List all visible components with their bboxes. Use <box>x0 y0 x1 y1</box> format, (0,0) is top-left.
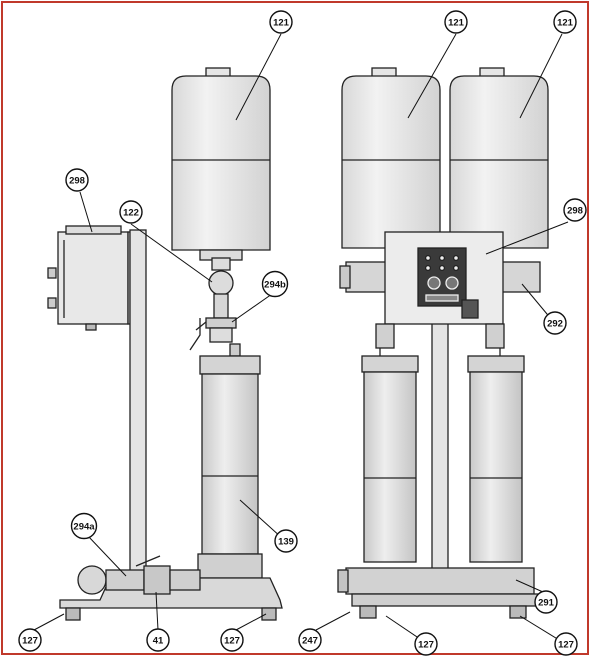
callout-circle <box>119 200 143 224</box>
callout-text: 127 <box>558 639 574 650</box>
callout-text: 294a <box>73 521 95 532</box>
callout-circle <box>220 628 244 652</box>
frame-column-left <box>129 229 147 581</box>
callout-text: 122 <box>123 207 139 218</box>
pump-valves-right <box>375 323 505 360</box>
callout-circle <box>554 632 578 656</box>
callout-text: 294b <box>264 279 286 290</box>
callout-labels: 121 121 121 298 122 294b 298 292 139 294a 291 127 41… <box>18 10 587 656</box>
callout-circle <box>70 512 98 540</box>
callout-text: 298 <box>69 175 85 186</box>
suction-header-right <box>345 567 535 595</box>
callout-298: 298 <box>65 168 89 192</box>
expansion-tank-right-2 <box>449 67 549 249</box>
check-valve-assembly <box>189 257 241 357</box>
callout-text: 127 <box>418 639 434 650</box>
callout-text: 127 <box>22 635 38 646</box>
callout-text: 41 <box>153 635 164 646</box>
callout-circle <box>65 168 89 192</box>
callout-text: 121 <box>448 17 465 28</box>
callout-121: 121 <box>553 10 577 34</box>
suction-manifold-left <box>77 555 201 595</box>
callout-text: 247 <box>302 635 318 646</box>
frame-column-right <box>431 319 449 571</box>
callout-122: 122 <box>119 200 143 224</box>
control-panel-front <box>384 231 504 325</box>
callout-127: 127 <box>554 632 578 656</box>
callout-circle <box>534 590 558 614</box>
expansion-tank-right-1 <box>341 67 441 249</box>
callout-text: 292 <box>547 318 563 329</box>
callout-text: 298 <box>567 205 583 216</box>
callout-circle <box>261 270 289 298</box>
pump-right-1 <box>361 355 419 563</box>
callout-circle <box>414 632 438 656</box>
callout-circle <box>553 10 577 34</box>
callout-292: 292 <box>543 311 567 335</box>
callout-circle <box>18 628 42 652</box>
callout-text: 127 <box>224 635 240 646</box>
callout-121: 121 <box>269 10 293 34</box>
pump-left <box>197 355 263 579</box>
callout-circle <box>274 529 298 553</box>
callout-text: 291 <box>538 597 555 608</box>
callout-text: 121 <box>273 17 290 28</box>
callout-circle <box>298 628 322 652</box>
callout-247: 247 <box>298 628 322 652</box>
callout-294a: 294a <box>70 512 98 540</box>
callout-127: 127 <box>414 632 438 656</box>
pump-right-2 <box>467 355 525 563</box>
callout-text: 139 <box>278 536 294 547</box>
base-plate-right <box>351 593 543 619</box>
callout-41: 41 <box>146 628 170 652</box>
callout-291: 291 <box>534 590 558 614</box>
callout-127: 127 <box>18 628 42 652</box>
callout-circle <box>444 10 468 34</box>
callout-circle <box>563 198 587 222</box>
callout-139: 139 <box>274 529 298 553</box>
expansion-tank-left <box>171 67 271 261</box>
control-box-side <box>47 225 135 331</box>
callout-text: 121 <box>557 17 574 28</box>
callout-121: 121 <box>444 10 468 34</box>
leader-lines <box>33 33 569 644</box>
callout-294b: 294b <box>261 270 289 298</box>
callout-298: 298 <box>563 198 587 222</box>
callout-circle <box>269 10 293 34</box>
callout-circle <box>543 311 567 335</box>
callout-circle <box>146 628 170 652</box>
callout-127: 127 <box>220 628 244 652</box>
